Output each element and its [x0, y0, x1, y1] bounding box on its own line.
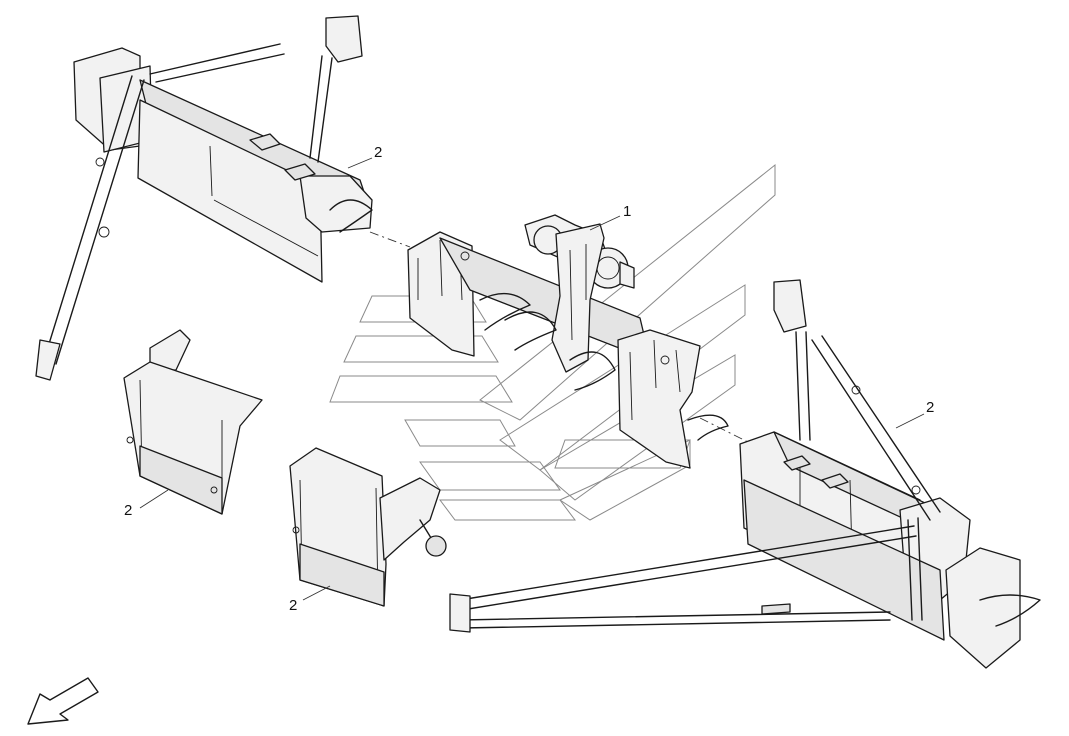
right-side-section — [449, 279, 1041, 669]
leader-line-2-center-shield — [302, 585, 331, 601]
center-shield — [289, 447, 447, 607]
left-shield — [123, 329, 263, 515]
left-side-section — [35, 15, 373, 381]
callout-1: 1 — [623, 203, 631, 220]
callout-2-right-section: 2 — [926, 399, 934, 416]
callout-2-center-shield: 2 — [289, 597, 297, 614]
center-gearbox-assembly — [407, 214, 729, 469]
leader-line-1 — [589, 215, 621, 231]
leader-line-2-right-section — [895, 413, 925, 429]
leader-line-2-left-shield — [139, 489, 169, 509]
center-axis-line — [369, 231, 411, 248]
leader-line-2-upper-left — [347, 157, 373, 169]
center-axis-line-right — [699, 417, 761, 449]
callout-2-upper-left: 2 — [374, 144, 382, 161]
callout-2-left-shield: 2 — [124, 502, 132, 519]
arrow-down-left-icon — [27, 677, 99, 725]
